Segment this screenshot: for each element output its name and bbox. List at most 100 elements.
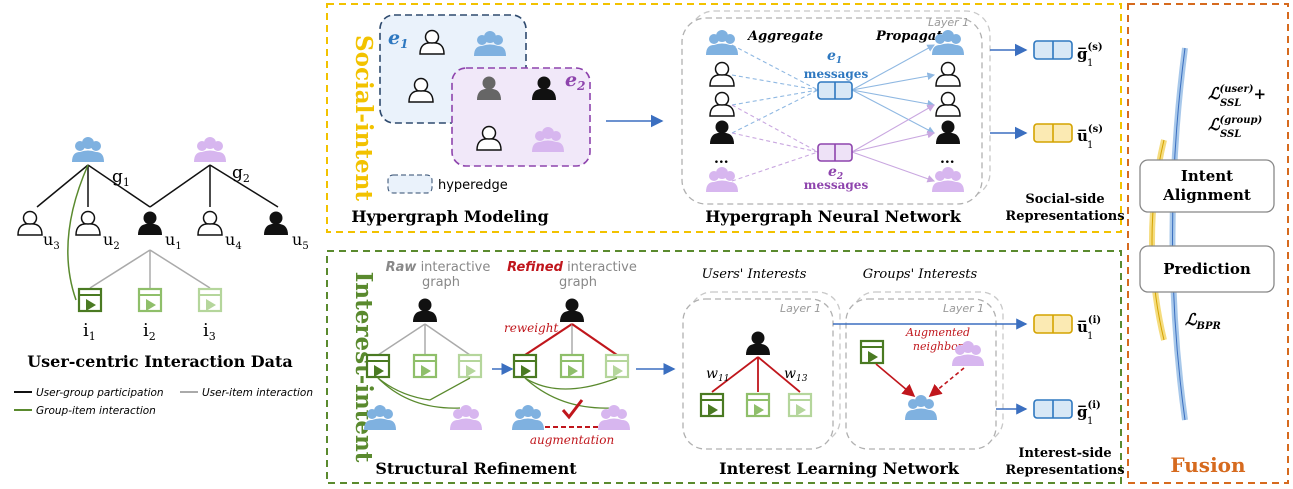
svg-text:g̅(i): g̅(i) — [1077, 400, 1101, 421]
svg-text:g1: g1 — [112, 167, 130, 189]
group-g1-sub: 1 — [123, 176, 130, 189]
social-g-sup: (s) — [1088, 42, 1103, 53]
svg-text:u3: u3 — [43, 230, 60, 252]
edge-u1-i1 — [89, 249, 151, 289]
user-u4-label: u — [225, 230, 235, 249]
hgnn-layer-front — [681, 17, 983, 205]
interest-side-title-1: Interest-side — [1018, 446, 1111, 461]
svg-text:Raw interactive: Raw interactive — [386, 260, 491, 275]
group-g1-label: g — [112, 167, 123, 187]
legend-group-item-label: Group-item interaction — [36, 405, 156, 417]
propagate-label: Propagate — [875, 29, 951, 44]
group-g2-sub: 2 — [243, 172, 250, 185]
hyperedge-e2-sub: 2 — [576, 79, 585, 93]
svg-text:i2: i2 — [143, 320, 156, 343]
svg-text:e1: e1 — [827, 48, 842, 66]
bpr-symbol: ℒ — [1185, 310, 1198, 329]
ssl-group-sup: (group) — [1220, 115, 1263, 126]
hyperedge-legend-label: hyperedge — [438, 178, 508, 193]
w11-sub: 11 — [718, 374, 729, 384]
raw-item-2-icon — [412, 353, 438, 379]
prediction-box — [1139, 245, 1275, 293]
refined-group-blue-icon — [512, 405, 544, 430]
svg-text:w11: w11 — [706, 366, 729, 384]
user-u2-label: u — [103, 230, 113, 249]
refined-group-purple-icon — [598, 405, 630, 430]
hgnn-title: Hypergraph Neural Network — [705, 207, 962, 226]
raw-item-1-icon — [365, 353, 391, 379]
item-i1-icon — [77, 287, 103, 313]
w13-sub: 13 — [796, 374, 808, 384]
hgnn-edges — [731, 44, 936, 183]
svg-text:e2: e2 — [828, 164, 843, 182]
ssl-group-sub: SSL — [1220, 129, 1241, 140]
raw-bold: Raw — [386, 260, 418, 275]
augmentation-label: augmentation — [530, 433, 614, 447]
augmented-neighbor-2: neighbor — [913, 340, 964, 353]
fusion-title: Fusion — [1170, 453, 1246, 477]
intent-alignment-line-1: Intent — [1181, 167, 1233, 185]
svg-text:g2: g2 — [232, 163, 250, 185]
hgnn-right-dots: ... — [940, 151, 955, 167]
gi-item-icon — [859, 339, 885, 365]
raw-rest: interactive — [421, 260, 491, 275]
item-i3-label: i — [203, 320, 209, 341]
user-u1-icon — [138, 211, 162, 235]
interest-g-symbol: g̅ — [1077, 403, 1088, 421]
refined-graph: graph — [559, 275, 597, 290]
interest-panel: Interest-intent Raw interactive graph Re… — [326, 250, 1125, 484]
msg-e1-messages: messages — [804, 67, 869, 81]
svg-text:u̅(i): u̅(i) — [1077, 315, 1101, 336]
interest-panel-border — [326, 250, 1122, 484]
hgnn-left-dots: ... — [714, 151, 729, 167]
user-u4-icon — [197, 210, 223, 236]
groups-interests-label: Groups' Interests — [863, 267, 978, 282]
ssl-user-symbol: ℒ — [1208, 84, 1221, 103]
social-u-sub: 1 — [1087, 140, 1093, 151]
refined-user-icon — [560, 298, 584, 322]
hyperedge-e1-label: e — [388, 27, 400, 49]
hgnn-layer-label: Layer 1 — [928, 16, 969, 29]
svg-text:e1: e1 — [388, 27, 408, 51]
refined-item-1-icon — [512, 353, 538, 379]
edge-g2-u5 — [209, 164, 279, 208]
svg-text:u5: u5 — [292, 230, 309, 252]
intent-alignment-box — [1139, 159, 1275, 213]
item-i2-label: i — [143, 320, 149, 341]
refined-bold: Refined — [507, 260, 563, 275]
svg-text:w13: w13 — [784, 366, 808, 384]
hyperedge-legend-swatch — [387, 174, 433, 194]
svg-text:u1: u1 — [165, 230, 182, 252]
group-g1-icon — [72, 137, 104, 162]
w13-label: w — [784, 366, 796, 382]
interest-u-symbol: u̅ — [1077, 318, 1088, 336]
svg-text:e2: e2 — [565, 69, 585, 93]
fusion-panel: ℒ(user)+ SSL ℒ(group) SSL Intent Alignme… — [1127, 3, 1289, 484]
msg-e2-sub: 2 — [836, 172, 843, 182]
svg-text:i3: i3 — [203, 320, 216, 343]
augmented-neighbor-1: Augmented — [905, 326, 970, 339]
groups-interests-layer — [845, 298, 997, 450]
intent-alignment-line-2: Alignment — [1162, 186, 1251, 204]
iln-item-1-icon — [699, 392, 725, 418]
hypergraph-modeling-title: Hypergraph Modeling — [351, 207, 548, 226]
item-i1-sub: 1 — [89, 330, 96, 343]
hyperedge-e1-sub: 1 — [400, 37, 408, 51]
ssl-user-sup: (user) — [1220, 84, 1254, 95]
item-i2-sub: 2 — [149, 330, 156, 343]
msg-e2-messages: messages — [804, 178, 869, 192]
user-u5-icon — [264, 211, 288, 235]
aggregate-label: Aggregate — [746, 29, 823, 44]
refined-item-2-icon — [559, 353, 585, 379]
users-interests-label: Users' Interests — [702, 267, 807, 282]
user-u3-label: u — [43, 230, 53, 249]
ssl-plus: + — [1254, 85, 1267, 103]
svg-text:u̅(s): u̅(s) — [1077, 124, 1103, 145]
interest-u-sub: 1 — [1087, 331, 1093, 342]
iln-title: Interest Learning Network — [719, 459, 960, 478]
raw-item-3-icon — [457, 353, 483, 379]
refined-item-3-icon — [604, 353, 630, 379]
prediction-label: Prediction — [1163, 260, 1251, 278]
svg-text:ℒ(group): ℒ(group) — [1208, 115, 1262, 134]
